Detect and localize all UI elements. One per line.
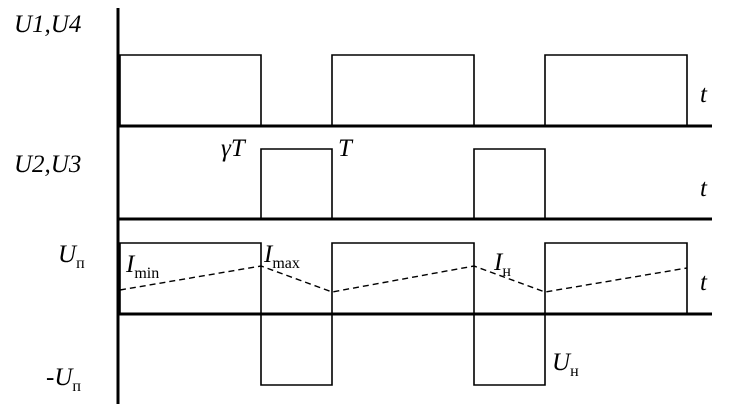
load-voltage-positive-2: [331, 242, 475, 314]
load-voltage-positive-1: [119, 242, 262, 314]
label-u-n-sub: н: [570, 363, 579, 380]
label-t-1: t: [700, 81, 707, 108]
label-neg-up-main: -U: [46, 364, 73, 391]
label-period: T: [338, 135, 352, 162]
u2u3-pulse-1: [260, 148, 333, 219]
label-up: Uп: [58, 241, 85, 272]
load-current-curve: [119, 265, 688, 293]
label-neg-up: -Uп: [46, 364, 81, 395]
label-u-n: Uн: [552, 349, 579, 380]
label-i-n-main: I: [494, 249, 503, 276]
load-voltage-negative-1: [260, 314, 333, 386]
u1u4-pulse-1: [119, 54, 262, 126]
u1u4-pulse-3: [544, 54, 688, 126]
label-u-n-main: U: [552, 349, 571, 376]
label-u2u3: U2,U3: [14, 151, 82, 178]
label-i-min-sub: min: [134, 265, 160, 282]
label-i-n: Iн: [494, 249, 511, 280]
label-u1u4: U1,U4: [14, 11, 82, 38]
label-i-max: Imax: [264, 241, 300, 272]
u2u3-pulse-2: [473, 148, 546, 219]
label-up-sub: п: [76, 255, 85, 272]
label-gamma-t: γT: [221, 135, 245, 162]
load-voltage-positive-3: [544, 242, 688, 314]
label-i-max-sub: max: [272, 255, 300, 272]
label-i-max-main: I: [264, 241, 273, 268]
label-t-3: t: [700, 269, 707, 296]
load-voltage-negative-2: [473, 314, 546, 386]
label-i-min: Imin: [126, 251, 159, 282]
u1u4-pulse-2: [331, 54, 475, 126]
label-i-n-sub: н: [502, 263, 511, 280]
label-t-2: t: [700, 175, 707, 202]
label-up-main: U: [58, 241, 77, 268]
label-neg-up-sub: п: [72, 378, 81, 395]
label-i-min-main: I: [126, 251, 135, 278]
